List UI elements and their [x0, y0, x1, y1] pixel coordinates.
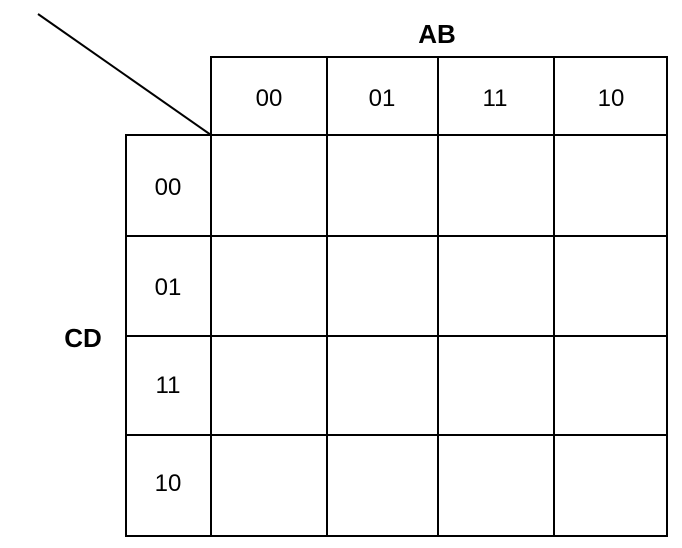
- row-code-10: 10: [155, 470, 182, 497]
- column-code-00: 00: [256, 85, 283, 112]
- column-variable-label: AB: [418, 19, 456, 49]
- row-variable-label: CD: [64, 323, 102, 353]
- corner-diagonal: [37, 13, 212, 136]
- column-code-11: 11: [483, 85, 508, 112]
- row-code-01: 01: [155, 274, 182, 301]
- column-code-10: 10: [598, 85, 625, 112]
- row-code-11: 11: [156, 372, 181, 399]
- column-code-01: 01: [369, 85, 396, 112]
- row-code-00: 00: [155, 174, 182, 201]
